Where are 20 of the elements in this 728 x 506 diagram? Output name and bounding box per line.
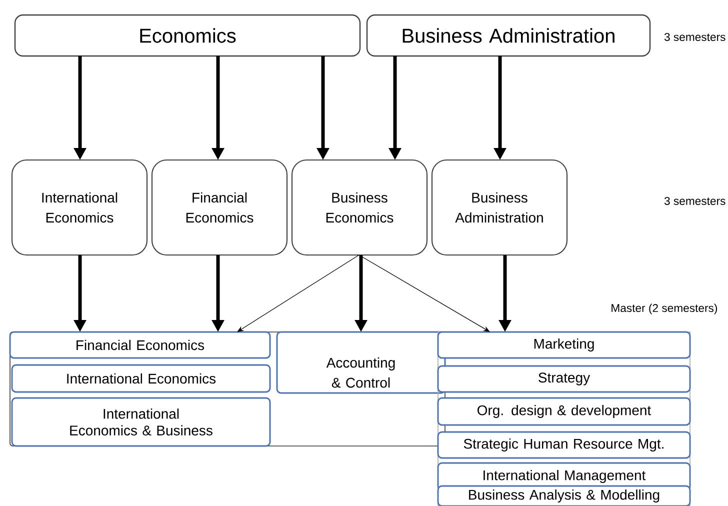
program-box: Economics	[14, 14, 361, 57]
track-box: Financial Economics	[9, 331, 271, 359]
track-box: Accounting & Control	[276, 331, 446, 394]
track-box: Strategic Human Resource Mgt.	[437, 431, 691, 459]
semester-note: Master (2 semesters)	[612, 304, 718, 314]
track-box: Business Analysis & Modelling	[437, 485, 691, 506]
specialization-box: Business Economics	[291, 159, 428, 256]
track-box: International Economics	[11, 364, 271, 393]
track-box: Marketing	[437, 331, 691, 359]
program-box: Business Administration	[366, 14, 651, 57]
track-box: International Economics & Business	[11, 397, 271, 447]
track-box: Strategy	[437, 365, 691, 393]
specialization-box: Business Administration	[431, 159, 568, 256]
track-box: Org. design & development	[437, 397, 691, 426]
arrow	[237, 254, 360, 332]
arrow	[358, 254, 490, 332]
semester-note: 3 semesters	[664, 197, 726, 205]
semester-note: 3 semesters	[664, 33, 726, 41]
specialization-box: Financial Economics	[151, 159, 288, 256]
specialization-box: International Economics	[11, 159, 148, 256]
